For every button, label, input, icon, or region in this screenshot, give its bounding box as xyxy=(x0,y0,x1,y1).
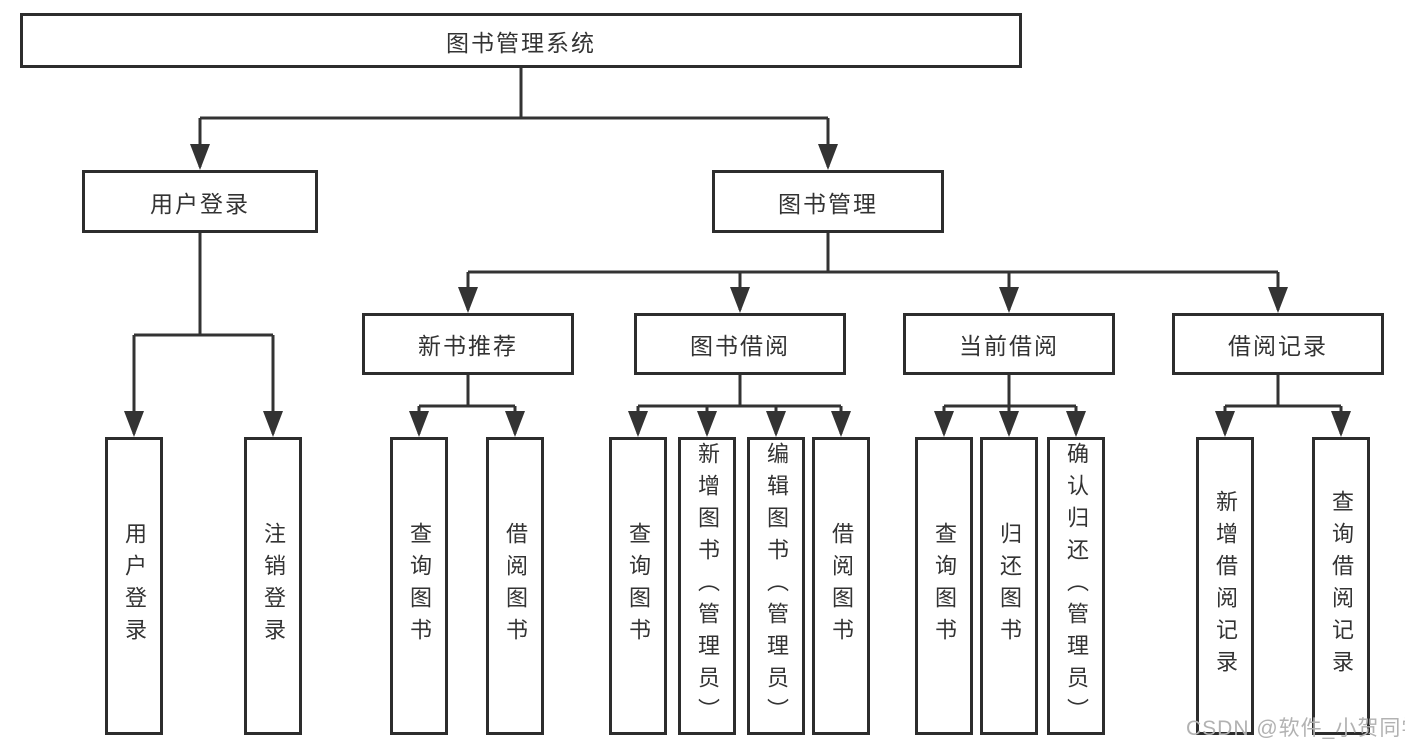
node-new-book-recommend-label: 新书推荐 xyxy=(418,333,518,359)
node-book-management-label: 图书管理 xyxy=(778,190,878,217)
node-borrow-records: 借阅记录 xyxy=(1172,313,1384,375)
leaf-user-login: 用户登录 xyxy=(105,437,163,735)
leaf-query-books-3: 查询图书 xyxy=(915,437,973,735)
leaf-return-books-label: 归还图书 xyxy=(997,522,1022,650)
node-new-book-recommend: 新书推荐 xyxy=(362,313,574,375)
node-book-borrow: 图书借阅 xyxy=(634,313,846,375)
leaf-add-book-admin: 新增图书（管理员） xyxy=(678,437,736,735)
arrowhead-icons xyxy=(124,144,1351,437)
leaf-query-borrow-record: 查询借阅记录 xyxy=(1312,437,1370,735)
node-root-label: 图书管理系统 xyxy=(446,29,596,56)
node-book-borrow-label: 图书借阅 xyxy=(690,333,790,359)
node-current-borrow: 当前借阅 xyxy=(903,313,1115,375)
node-root: 图书管理系统 xyxy=(20,13,1022,68)
node-user-login-label: 用户登录 xyxy=(150,190,250,217)
leaf-edit-book-admin-label: 编辑图书（管理员） xyxy=(764,442,789,730)
leaf-user-login-label: 用户登录 xyxy=(122,522,147,650)
leaf-confirm-return-admin-label: 确认归还（管理员） xyxy=(1064,442,1089,730)
leaf-borrow-books-1: 借阅图书 xyxy=(486,437,544,735)
leaf-query-borrow-record-label: 查询借阅记录 xyxy=(1329,490,1354,682)
leaf-borrow-books-2-label: 借阅图书 xyxy=(829,522,854,650)
leaf-edit-book-admin: 编辑图书（管理员） xyxy=(747,437,805,735)
leaf-logout: 注销登录 xyxy=(244,437,302,735)
csdn-watermark: CSDN @软件_小贺同学 xyxy=(1186,717,1405,740)
node-current-borrow-label: 当前借阅 xyxy=(959,333,1059,359)
leaf-query-books-3-label: 查询图书 xyxy=(932,522,957,650)
tree-edges xyxy=(132,68,1343,434)
leaf-add-borrow-record-label: 新增借阅记录 xyxy=(1213,490,1238,682)
leaf-query-books-2: 查询图书 xyxy=(609,437,667,735)
node-borrow-records-label: 借阅记录 xyxy=(1228,333,1328,359)
leaf-return-books: 归还图书 xyxy=(980,437,1038,735)
leaf-query-books-1-label: 查询图书 xyxy=(407,522,432,650)
leaf-add-borrow-record: 新增借阅记录 xyxy=(1196,437,1254,735)
leaf-borrow-books-1-label: 借阅图书 xyxy=(503,522,528,650)
leaf-add-book-admin-label: 新增图书（管理员） xyxy=(695,442,720,730)
leaf-borrow-books-2: 借阅图书 xyxy=(812,437,870,735)
node-user-login: 用户登录 xyxy=(82,170,318,233)
leaf-query-books-1: 查询图书 xyxy=(390,437,448,735)
node-book-management: 图书管理 xyxy=(712,170,944,233)
leaf-query-books-2-label: 查询图书 xyxy=(626,522,651,650)
leaf-confirm-return-admin: 确认归还（管理员） xyxy=(1047,437,1105,735)
leaf-logout-label: 注销登录 xyxy=(261,522,286,650)
